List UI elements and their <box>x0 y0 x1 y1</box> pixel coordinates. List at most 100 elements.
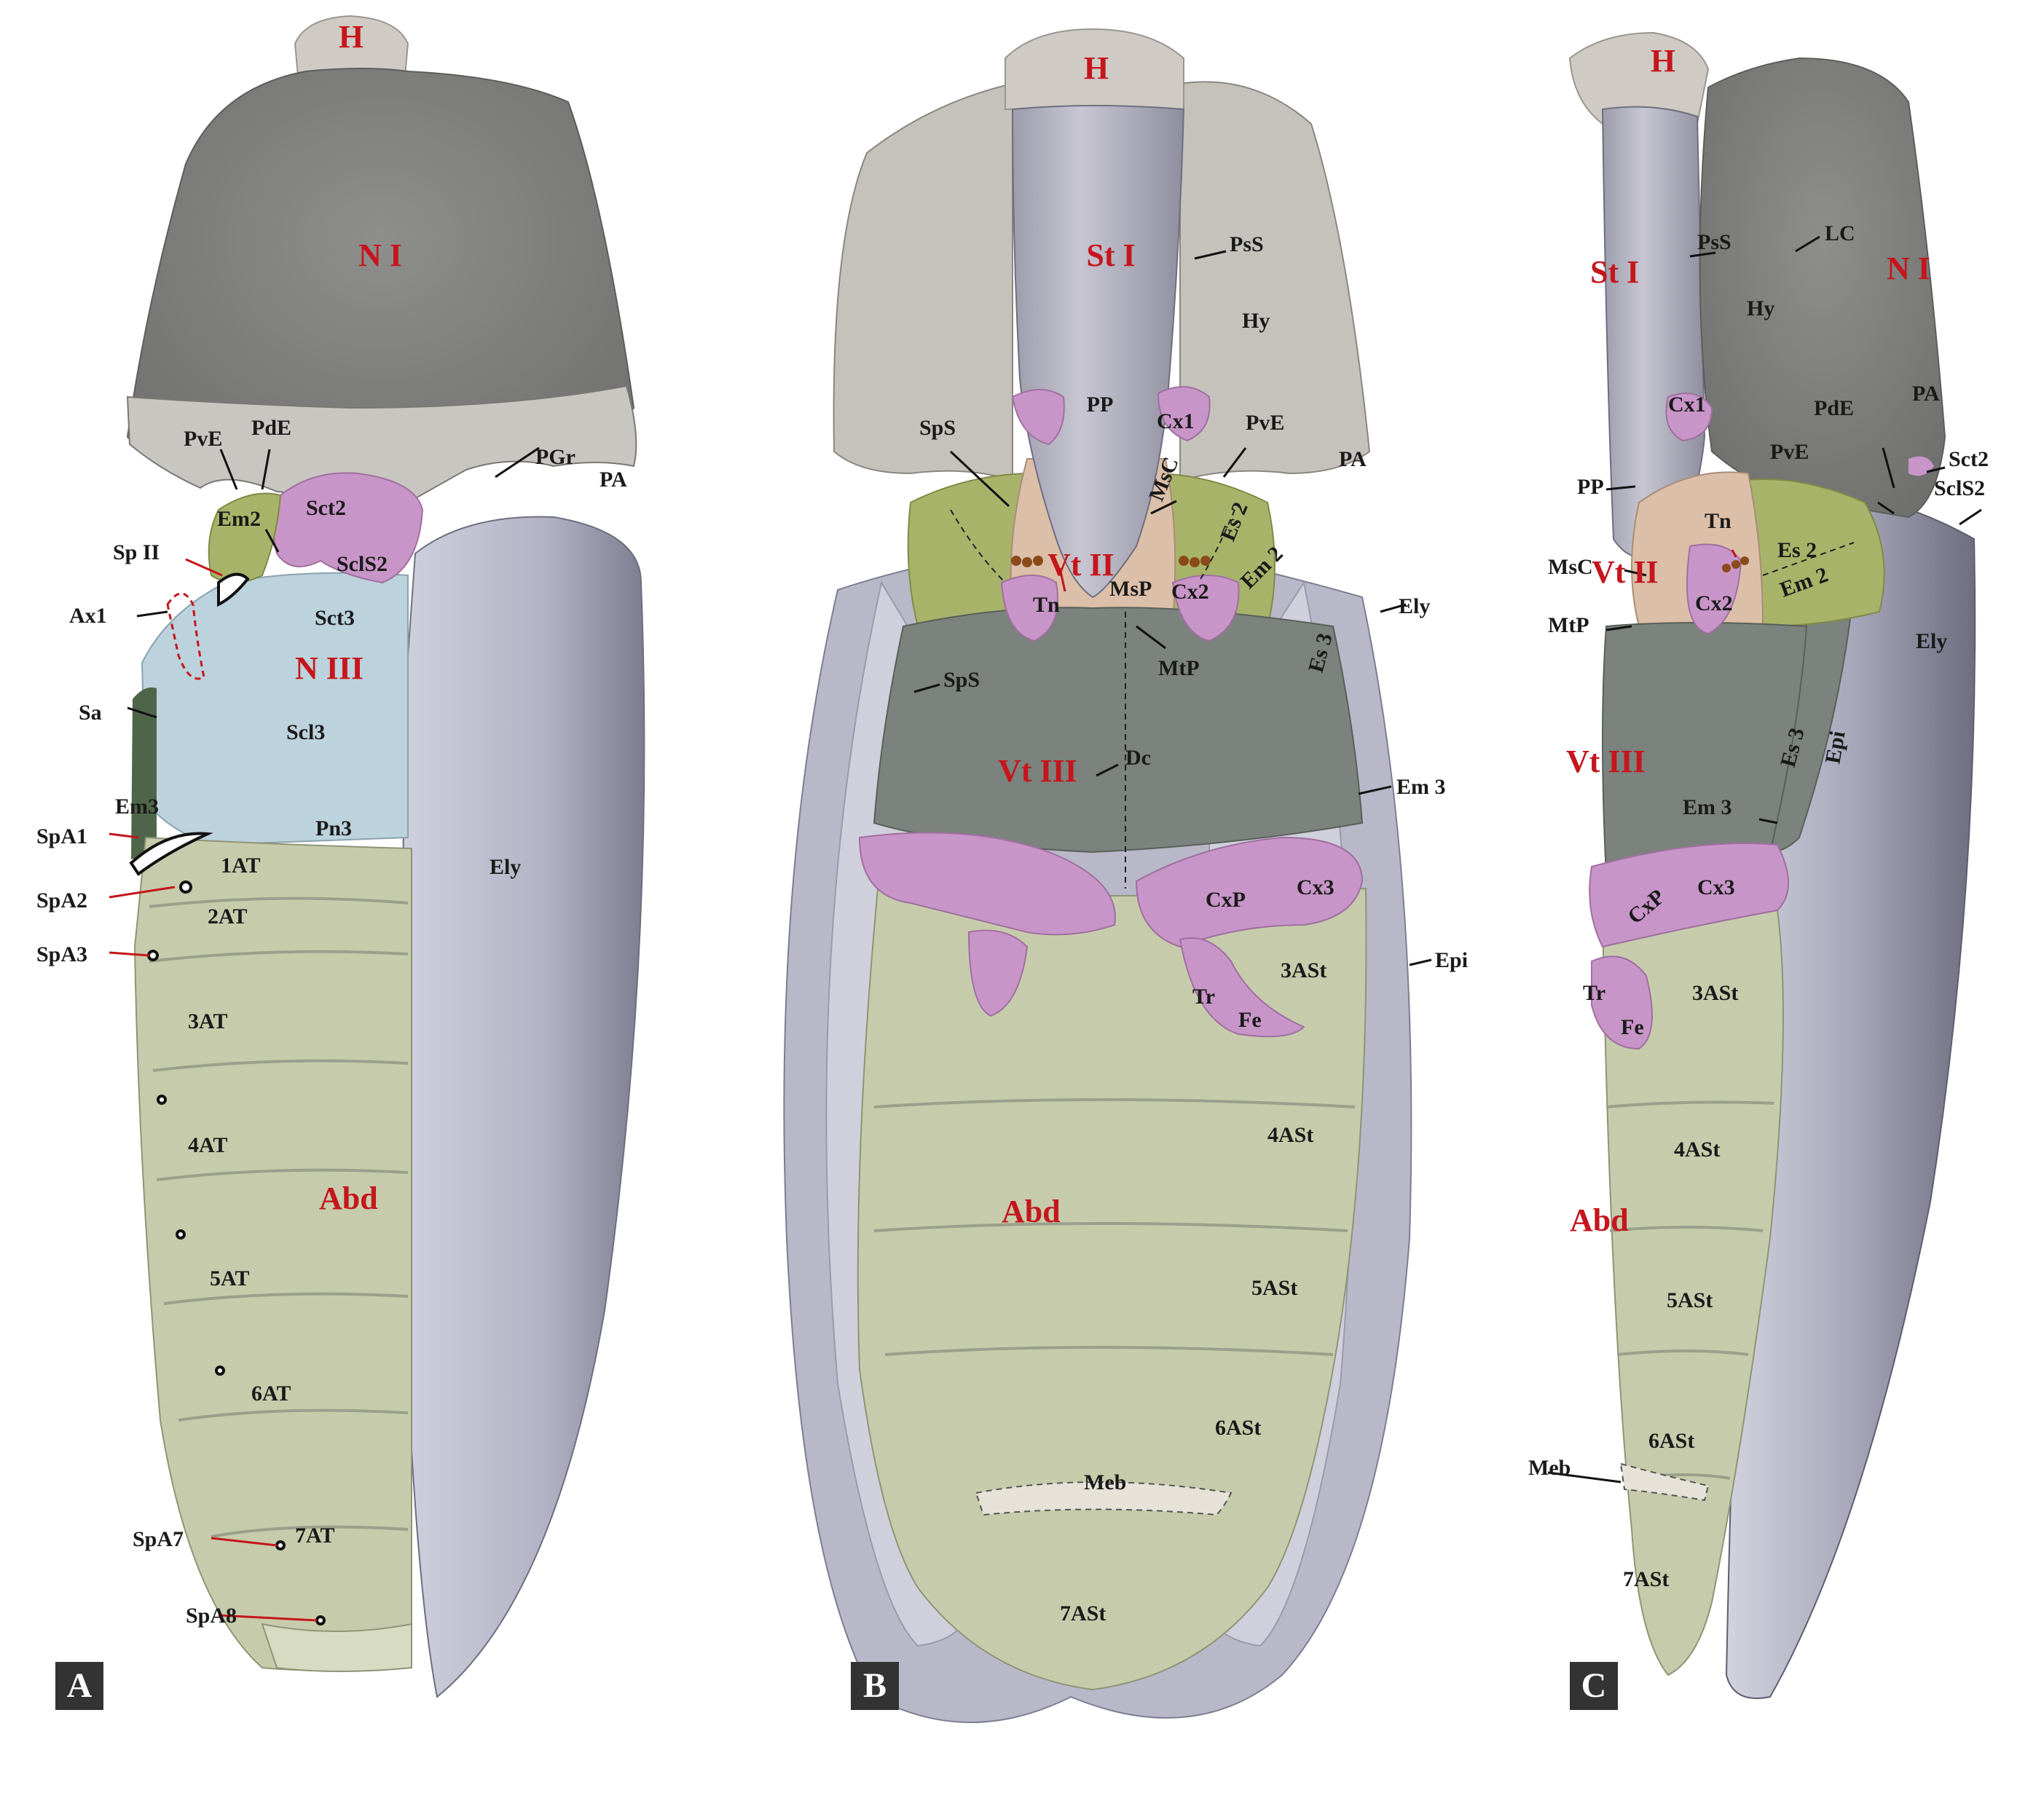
label: Scl3 <box>286 720 325 744</box>
procoxa-left-shape <box>1011 389 1065 446</box>
label: Cx2 <box>1695 591 1733 615</box>
label: LC <box>1825 221 1855 245</box>
label: Abd <box>1002 1194 1061 1229</box>
trochanter-right-shape <box>1179 937 1305 1038</box>
label: Es 2 <box>1777 538 1817 562</box>
label: Epi <box>1820 729 1850 765</box>
coxae-pink <box>858 386 1364 1038</box>
label: Ax1 <box>69 604 107 628</box>
label: PvE <box>1246 411 1284 435</box>
pointer-lines-a <box>127 446 540 719</box>
panel-letter-a-box: A <box>55 1662 103 1710</box>
head-shape-b <box>1005 28 1184 110</box>
elytron-shape <box>401 516 645 1698</box>
label: 6AT <box>251 1382 291 1406</box>
label: Sct3 <box>315 606 355 630</box>
label: 7ASt <box>1623 1567 1669 1591</box>
label: N I <box>1887 251 1930 286</box>
label: 4AT <box>188 1133 227 1157</box>
label: Cx1 <box>1157 409 1195 433</box>
label: PA <box>600 468 627 492</box>
panel-letter-c-box: C <box>1570 1662 1618 1710</box>
abdomen-segment-lines-b <box>873 1098 1356 1356</box>
label: Vt II <box>1592 554 1659 590</box>
label: 5AT <box>210 1266 249 1290</box>
label: Em 3 <box>1396 775 1446 799</box>
tentorium-marks-c <box>1722 556 1749 572</box>
metacoxa-shape-c <box>1589 843 1789 948</box>
label: Hy <box>1242 309 1270 333</box>
tentorium-marks <box>1011 556 1211 567</box>
label: Abd <box>1570 1202 1629 1238</box>
label: Vt II <box>1047 547 1115 583</box>
pronotum-shape-c <box>1699 57 1946 519</box>
pointer-lines-b <box>913 250 1432 966</box>
label: MsC <box>1548 555 1593 579</box>
label: 7AT <box>295 1524 334 1548</box>
label: Pn3 <box>315 816 352 840</box>
label: 4ASt <box>1674 1138 1720 1162</box>
label: H <box>1651 43 1675 79</box>
label: PdE <box>1814 396 1854 420</box>
label: Em3 <box>115 795 159 819</box>
label: Abd <box>319 1181 378 1216</box>
mesocoxa-left-shape <box>1000 575 1058 642</box>
label: Tr <box>1583 981 1605 1005</box>
label: Fe <box>1238 1008 1262 1032</box>
label: SpA1 <box>36 824 87 848</box>
panel-letter-c: C <box>1581 1666 1607 1705</box>
label: 5ASt <box>1667 1288 1713 1312</box>
metathorax-shape <box>141 572 409 846</box>
label: Cx3 <box>1697 875 1735 899</box>
trochanter-left-shape <box>967 929 1029 1017</box>
procoxa-shape-c <box>1665 393 1713 442</box>
label: 5ASt <box>1251 1276 1297 1300</box>
label: PA <box>1912 382 1940 406</box>
metaventrite-shape <box>873 607 1364 854</box>
label: 4ASt <box>1267 1123 1313 1147</box>
label: 3ASt <box>1281 958 1326 982</box>
panel-letter-b: B <box>863 1666 887 1705</box>
label: Tr <box>1192 985 1215 1009</box>
head-shape <box>294 15 409 84</box>
label: SpA7 <box>133 1527 184 1551</box>
prosternum-shape <box>1011 105 1185 599</box>
pointer-lines-a-red <box>109 558 318 1622</box>
label: Meb <box>1084 1470 1126 1494</box>
label: SpA8 <box>186 1604 237 1628</box>
label: PsS <box>1230 232 1264 256</box>
mesoscutellum-shape <box>273 472 424 584</box>
panel-c <box>1547 31 1982 1699</box>
label: H <box>339 19 363 55</box>
label: Tn <box>1705 509 1731 533</box>
metacoxa-left-shape <box>858 832 1116 936</box>
tentorium-pointer-c <box>1731 549 1737 558</box>
label: SpA2 <box>36 888 87 913</box>
panel-a <box>109 15 645 1698</box>
label: Sct2 <box>306 496 346 520</box>
label: MtP <box>1158 656 1200 680</box>
label: Vt III <box>998 753 1077 789</box>
label: Em 3 <box>1683 795 1732 819</box>
abdomen-shape-b <box>857 887 1367 1691</box>
hypomeron-left-shape <box>833 82 1013 482</box>
dashed-lines-b <box>950 509 1235 888</box>
label: PsS <box>1697 230 1731 254</box>
label: 3ASt <box>1692 981 1738 1005</box>
tentorium-pointer-b <box>1058 567 1066 592</box>
procoxa-right-shape <box>1157 386 1211 442</box>
label: SpA3 <box>36 942 87 966</box>
label: CxP <box>1206 888 1246 912</box>
label: Hy <box>1747 296 1774 320</box>
label: Ely <box>1399 594 1430 618</box>
label: Sp II <box>113 540 160 564</box>
label: Cx1 <box>1668 393 1706 417</box>
label: PP <box>1087 393 1114 417</box>
label: SpS <box>943 668 980 692</box>
panel-b <box>783 28 1432 1723</box>
label: Cx2 <box>1171 580 1209 604</box>
abdomen-tip-shape <box>261 1623 412 1672</box>
abdomen-segment-lines <box>149 896 409 1538</box>
mesocoxa-right-shape <box>1171 575 1240 642</box>
label: Sct2 <box>1949 447 1989 471</box>
